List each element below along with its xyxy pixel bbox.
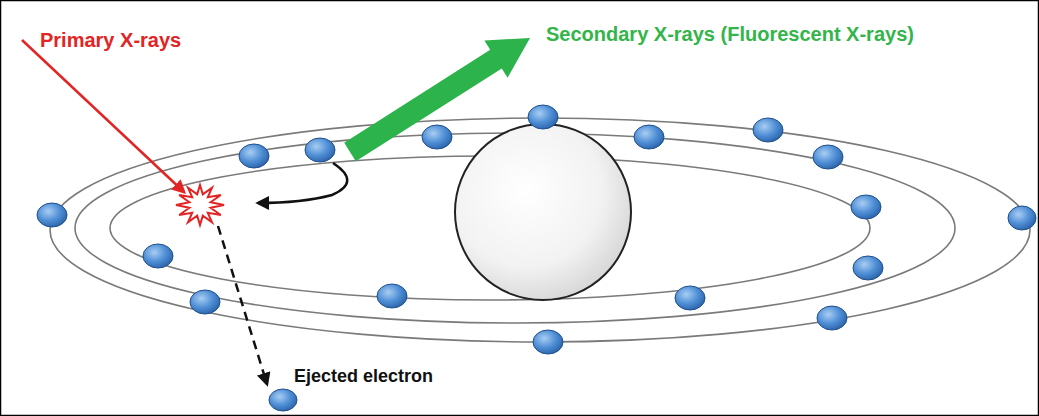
- electron: [813, 145, 843, 169]
- electron: [634, 125, 664, 149]
- electron: [675, 286, 705, 310]
- electron: [377, 284, 407, 308]
- electron: [305, 138, 335, 162]
- electron: [528, 105, 558, 129]
- electron: [533, 330, 563, 354]
- callout-label: Ejected electron: [294, 366, 433, 388]
- electron: [1008, 206, 1036, 230]
- electron: [851, 195, 881, 219]
- ejection-path: [218, 226, 267, 384]
- electron: [239, 144, 269, 168]
- electron: [190, 290, 220, 314]
- nucleus: [455, 124, 631, 300]
- ejected-electron: [269, 389, 297, 411]
- electron: [753, 118, 783, 142]
- callout-label: Primary X-rays: [40, 28, 181, 52]
- fluorescent-xray-arrow: [344, 38, 530, 161]
- electron: [37, 203, 67, 227]
- electron: [853, 256, 883, 280]
- primary-xray-arrow: [22, 40, 184, 192]
- electron: [143, 244, 173, 268]
- electron: [422, 125, 452, 149]
- outer-shell: [50, 118, 1030, 342]
- electron-shells: [50, 118, 1030, 342]
- callout-label: Secondary X-rays (Fluorescent X-rays): [546, 22, 914, 46]
- electron: [817, 306, 847, 330]
- electrons: [37, 105, 1036, 411]
- electron-transition-arrow: [258, 163, 347, 203]
- impact-burst: [176, 185, 224, 225]
